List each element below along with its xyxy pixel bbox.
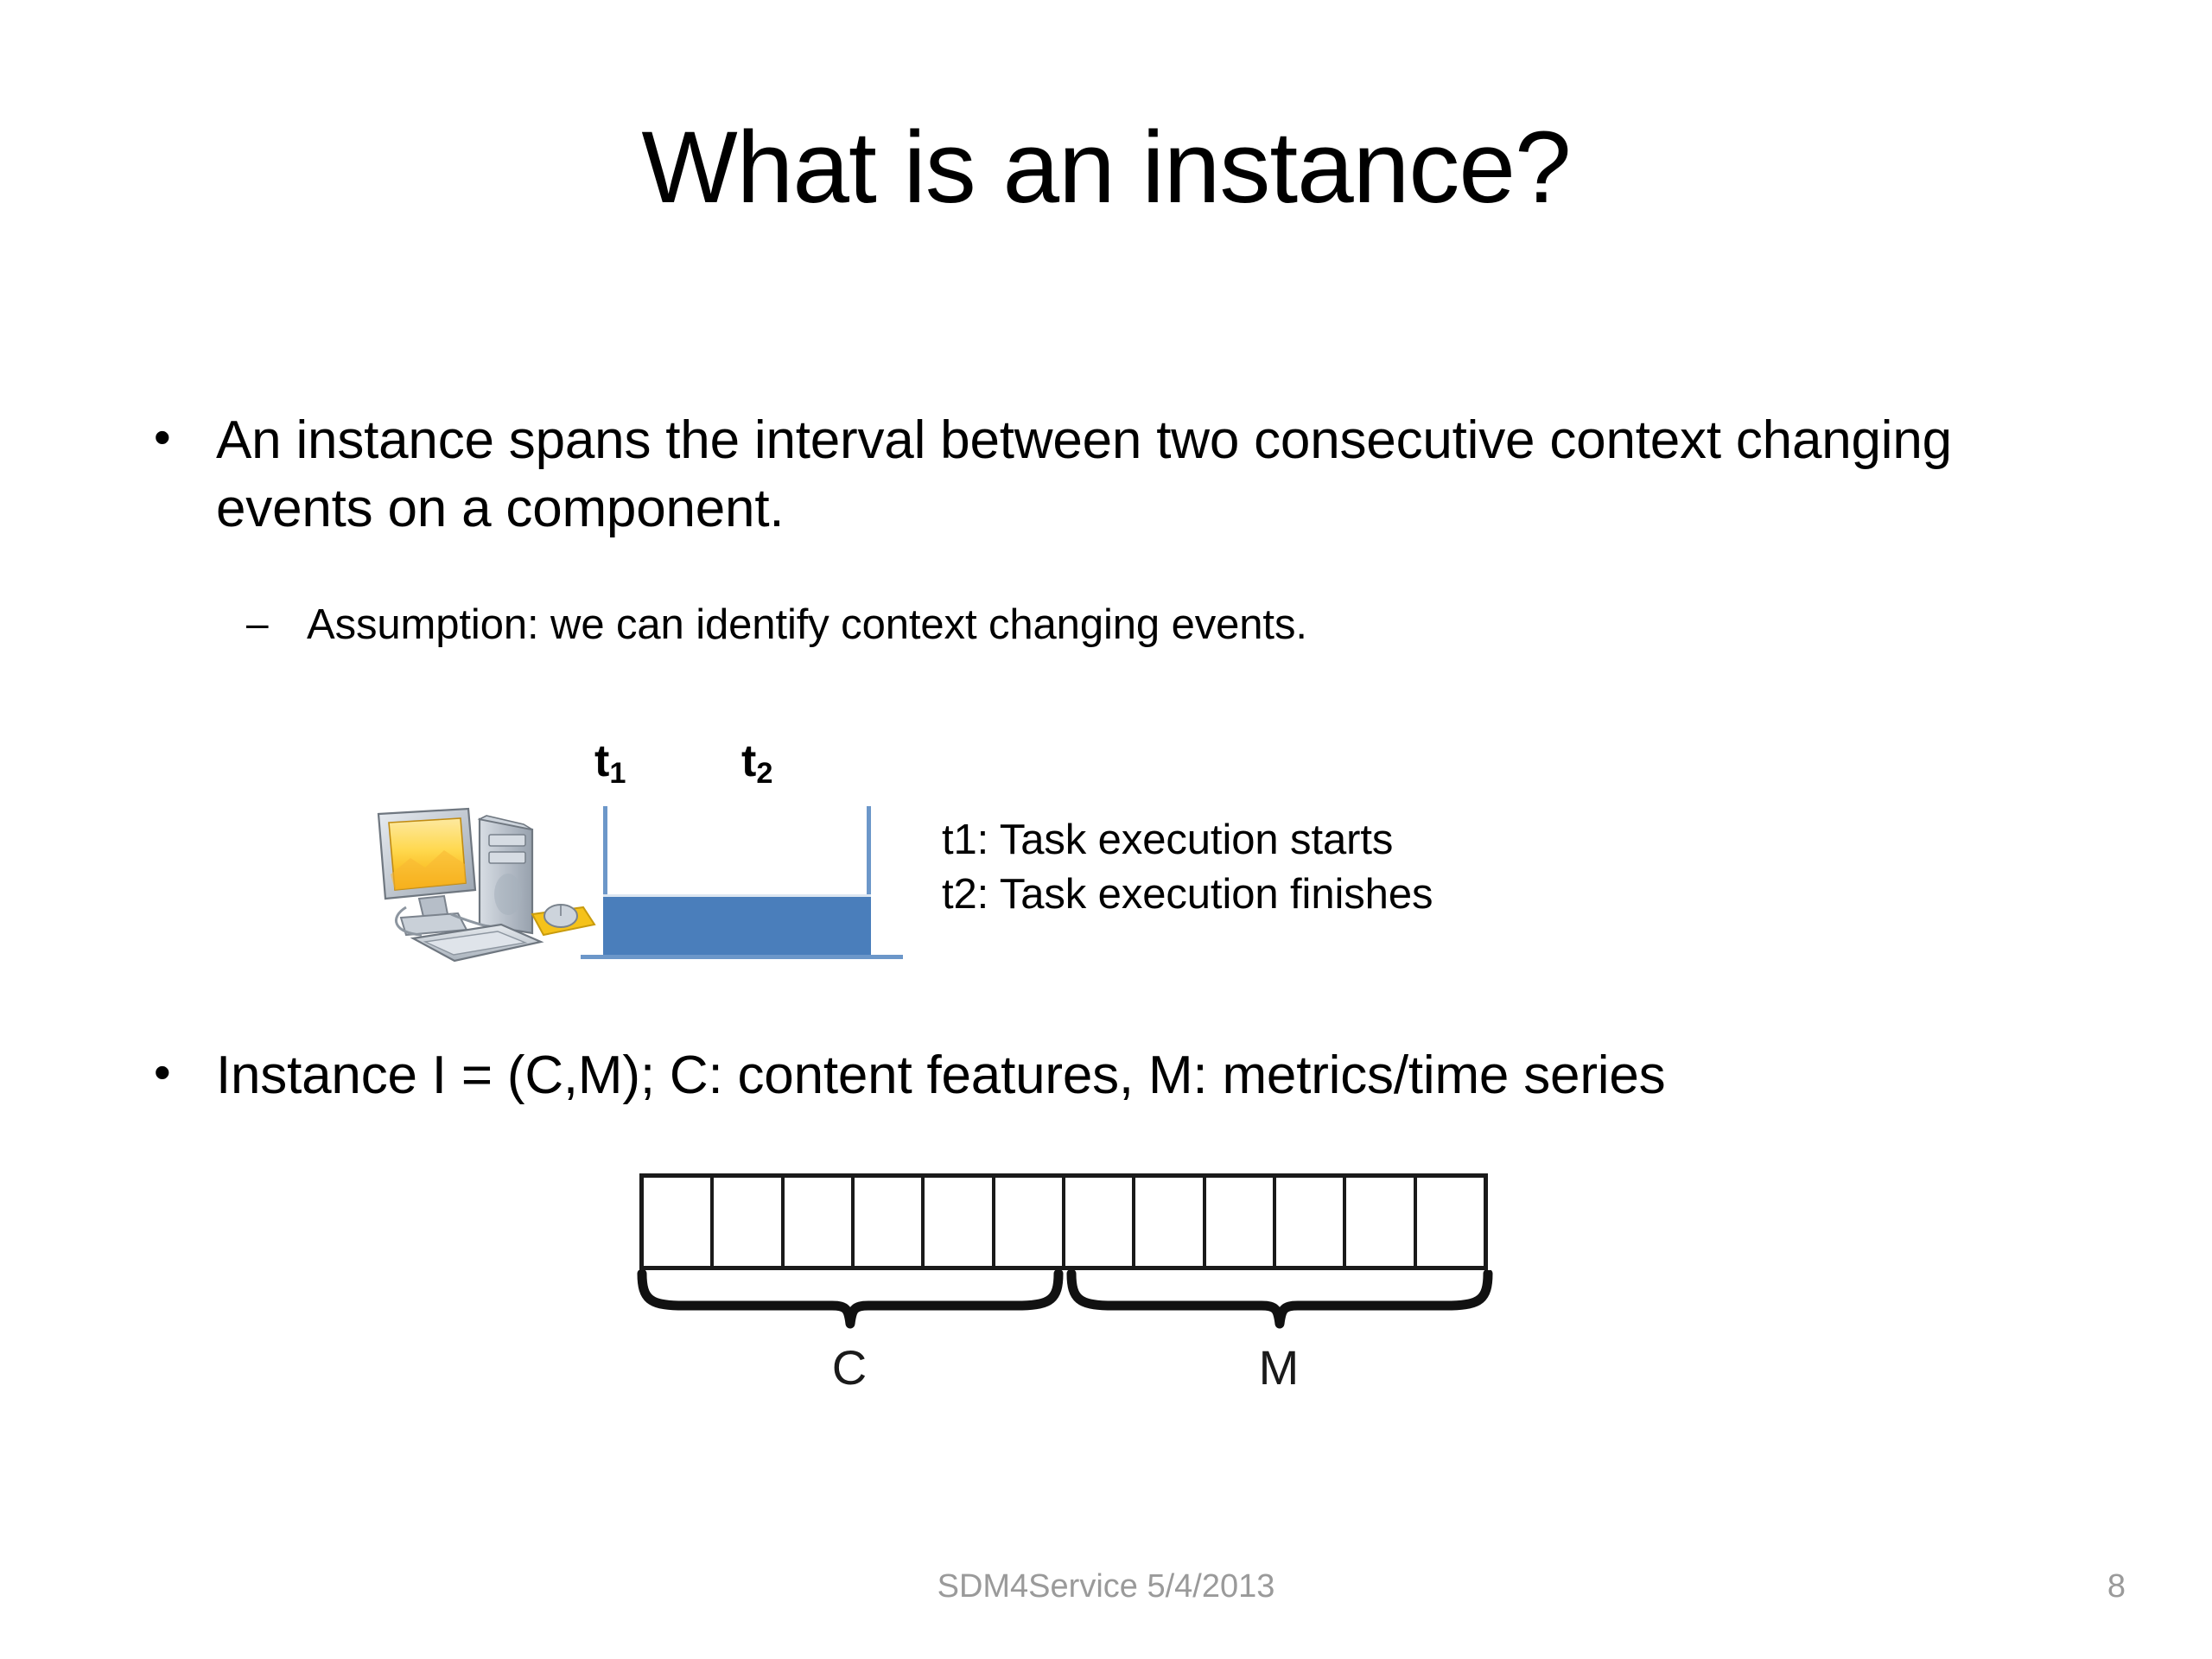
timeline-legend: t1: Task execution starts t2: Task execu…: [942, 813, 1433, 921]
t1-base: t: [594, 736, 610, 786]
page-title: What is an instance?: [641, 111, 1571, 225]
vector-cell: [925, 1178, 995, 1266]
page-number: 8: [2107, 1568, 2126, 1605]
bullet-marker-icon: •: [154, 1045, 171, 1099]
bullet-item-2: • Instance I = (C,M); C: content feature…: [130, 1041, 2152, 1109]
sub-bullet-text: Assumption: we can identify context chan…: [307, 601, 1307, 648]
t1-subscript: 1: [609, 756, 626, 790]
instance-interval-bar: [603, 894, 871, 959]
legend-line-t2: t2: Task execution finishes: [942, 870, 1433, 918]
bullet-text-1: An instance spans the interval between t…: [216, 410, 1952, 539]
t1-tick-line: [603, 806, 607, 957]
desktop-computer-icon: [372, 804, 601, 972]
vector-braces: [635, 1268, 1495, 1348]
vector-cell: [785, 1178, 855, 1266]
vector-cell: [1276, 1178, 1347, 1266]
sub-bullet-item: – Assumption: we can identify context ch…: [246, 598, 2061, 653]
t1-label: t1: [594, 736, 626, 788]
t2-base: t: [741, 736, 757, 786]
vector-cell: [1417, 1178, 1484, 1266]
vector-cell: [1206, 1178, 1276, 1266]
vector-cell: [1065, 1178, 1136, 1266]
feature-vector-grid: [639, 1173, 1488, 1270]
vector-cell: [995, 1178, 1065, 1266]
bullet-marker-icon: •: [154, 410, 171, 464]
vector-cell: [644, 1178, 715, 1266]
t2-subscript: 2: [756, 756, 773, 790]
legend-line-t1: t1: Task execution starts: [942, 817, 1394, 863]
t2-label: t2: [741, 736, 772, 788]
bullet-text-2: Instance I = (C,M); C: content features,…: [216, 1046, 1666, 1105]
brace-label-c: C: [831, 1340, 868, 1395]
sub-bullet-dash-icon: –: [246, 601, 269, 645]
timeline-diagram: t1 t2 t1: Task execution starts t2: Task…: [372, 739, 1581, 989]
t2-tick-line: [867, 806, 871, 957]
timeline-baseline: [581, 955, 903, 959]
vector-cells-row: [639, 1173, 1488, 1270]
vector-brace-labels: C M: [635, 1344, 1495, 1404]
brace-label-m: M: [1258, 1340, 1300, 1395]
vector-cell: [1135, 1178, 1206, 1266]
vector-cell: [1346, 1178, 1417, 1266]
vector-cell: [714, 1178, 785, 1266]
bullet-item-1: • An instance spans the interval between…: [130, 406, 2117, 543]
footer-text: SDM4Service 5/4/2013: [937, 1568, 1275, 1605]
vector-cell: [855, 1178, 925, 1266]
